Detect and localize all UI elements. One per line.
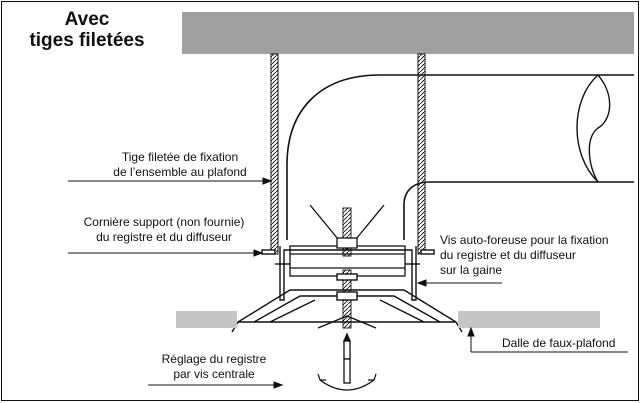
label-ceiling-tile-text: Dalle de faux-plafond bbox=[502, 336, 616, 350]
ceiling-tile-left bbox=[176, 311, 237, 328]
label-support-angle-line-2: du registre et du diffuseur bbox=[96, 230, 232, 244]
threaded-rod-left bbox=[270, 53, 279, 255]
label-self-drilling-screw-line-1: Vis auto-foreuse pour la fixation bbox=[440, 233, 609, 247]
damper bbox=[289, 204, 406, 277]
ceiling-slab bbox=[182, 12, 634, 54]
label-central-screw-adjustment-line-2: par vis centrale bbox=[173, 367, 255, 381]
adjustment-screwdriver bbox=[317, 332, 377, 391]
label-self-drilling-screw-line-3: sur la gaine bbox=[440, 263, 503, 277]
label-self-drilling-screw: Vis auto-foreuse pour la fixation du reg… bbox=[440, 233, 609, 278]
label-self-drilling-screw-line-2: du registre et du diffuseur bbox=[440, 248, 576, 262]
ceiling-tile-right bbox=[458, 311, 600, 328]
leader-lines bbox=[68, 177, 628, 389]
label-central-screw-adjustment: Réglage du registre par vis centrale bbox=[150, 352, 278, 382]
label-threaded-rod: Tige filetée de fixation de l’ensemble a… bbox=[100, 150, 260, 180]
label-support-angle: Cornière support (non fournie) du regist… bbox=[68, 215, 260, 245]
diffuser bbox=[231, 269, 463, 333]
diagram-title: Avec tiges filetées bbox=[22, 9, 152, 51]
label-threaded-rod-line-2: de l’ensemble au plafond bbox=[113, 165, 247, 179]
label-central-screw-adjustment-line-1: Réglage du registre bbox=[161, 352, 267, 366]
label-support-angle-line-1: Cornière support (non fournie) bbox=[83, 215, 245, 229]
duct bbox=[286, 74, 634, 240]
label-ceiling-tile: Dalle de faux-plafond bbox=[502, 336, 615, 351]
title-line-1: Avec bbox=[64, 9, 110, 30]
label-threaded-rod-line-1: Tige filetée de fixation bbox=[121, 150, 239, 164]
threaded-rod-right bbox=[417, 53, 426, 255]
title-line-2: tiges filetées bbox=[29, 30, 145, 51]
